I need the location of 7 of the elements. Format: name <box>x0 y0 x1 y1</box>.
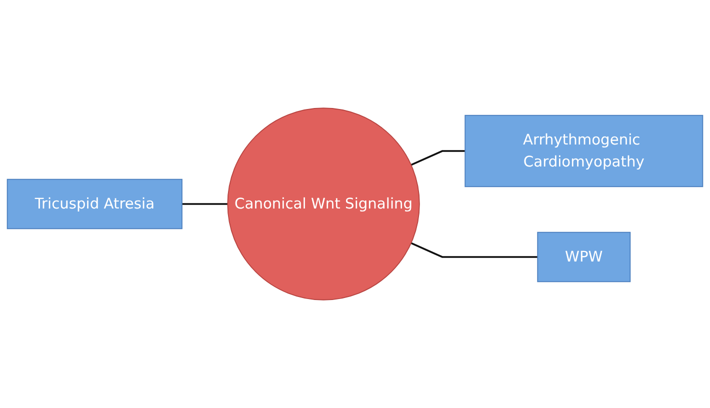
node-box: Tricuspid Atresia <box>6 178 182 230</box>
node-box: Arrhythmogenic Cardiomyopathy <box>464 114 704 188</box>
node-box: WPW <box>537 232 631 282</box>
connector <box>182 203 228 205</box>
connector <box>410 150 466 166</box>
connector <box>410 242 538 258</box>
node-circle: Canonical Wnt Signaling <box>227 108 420 300</box>
